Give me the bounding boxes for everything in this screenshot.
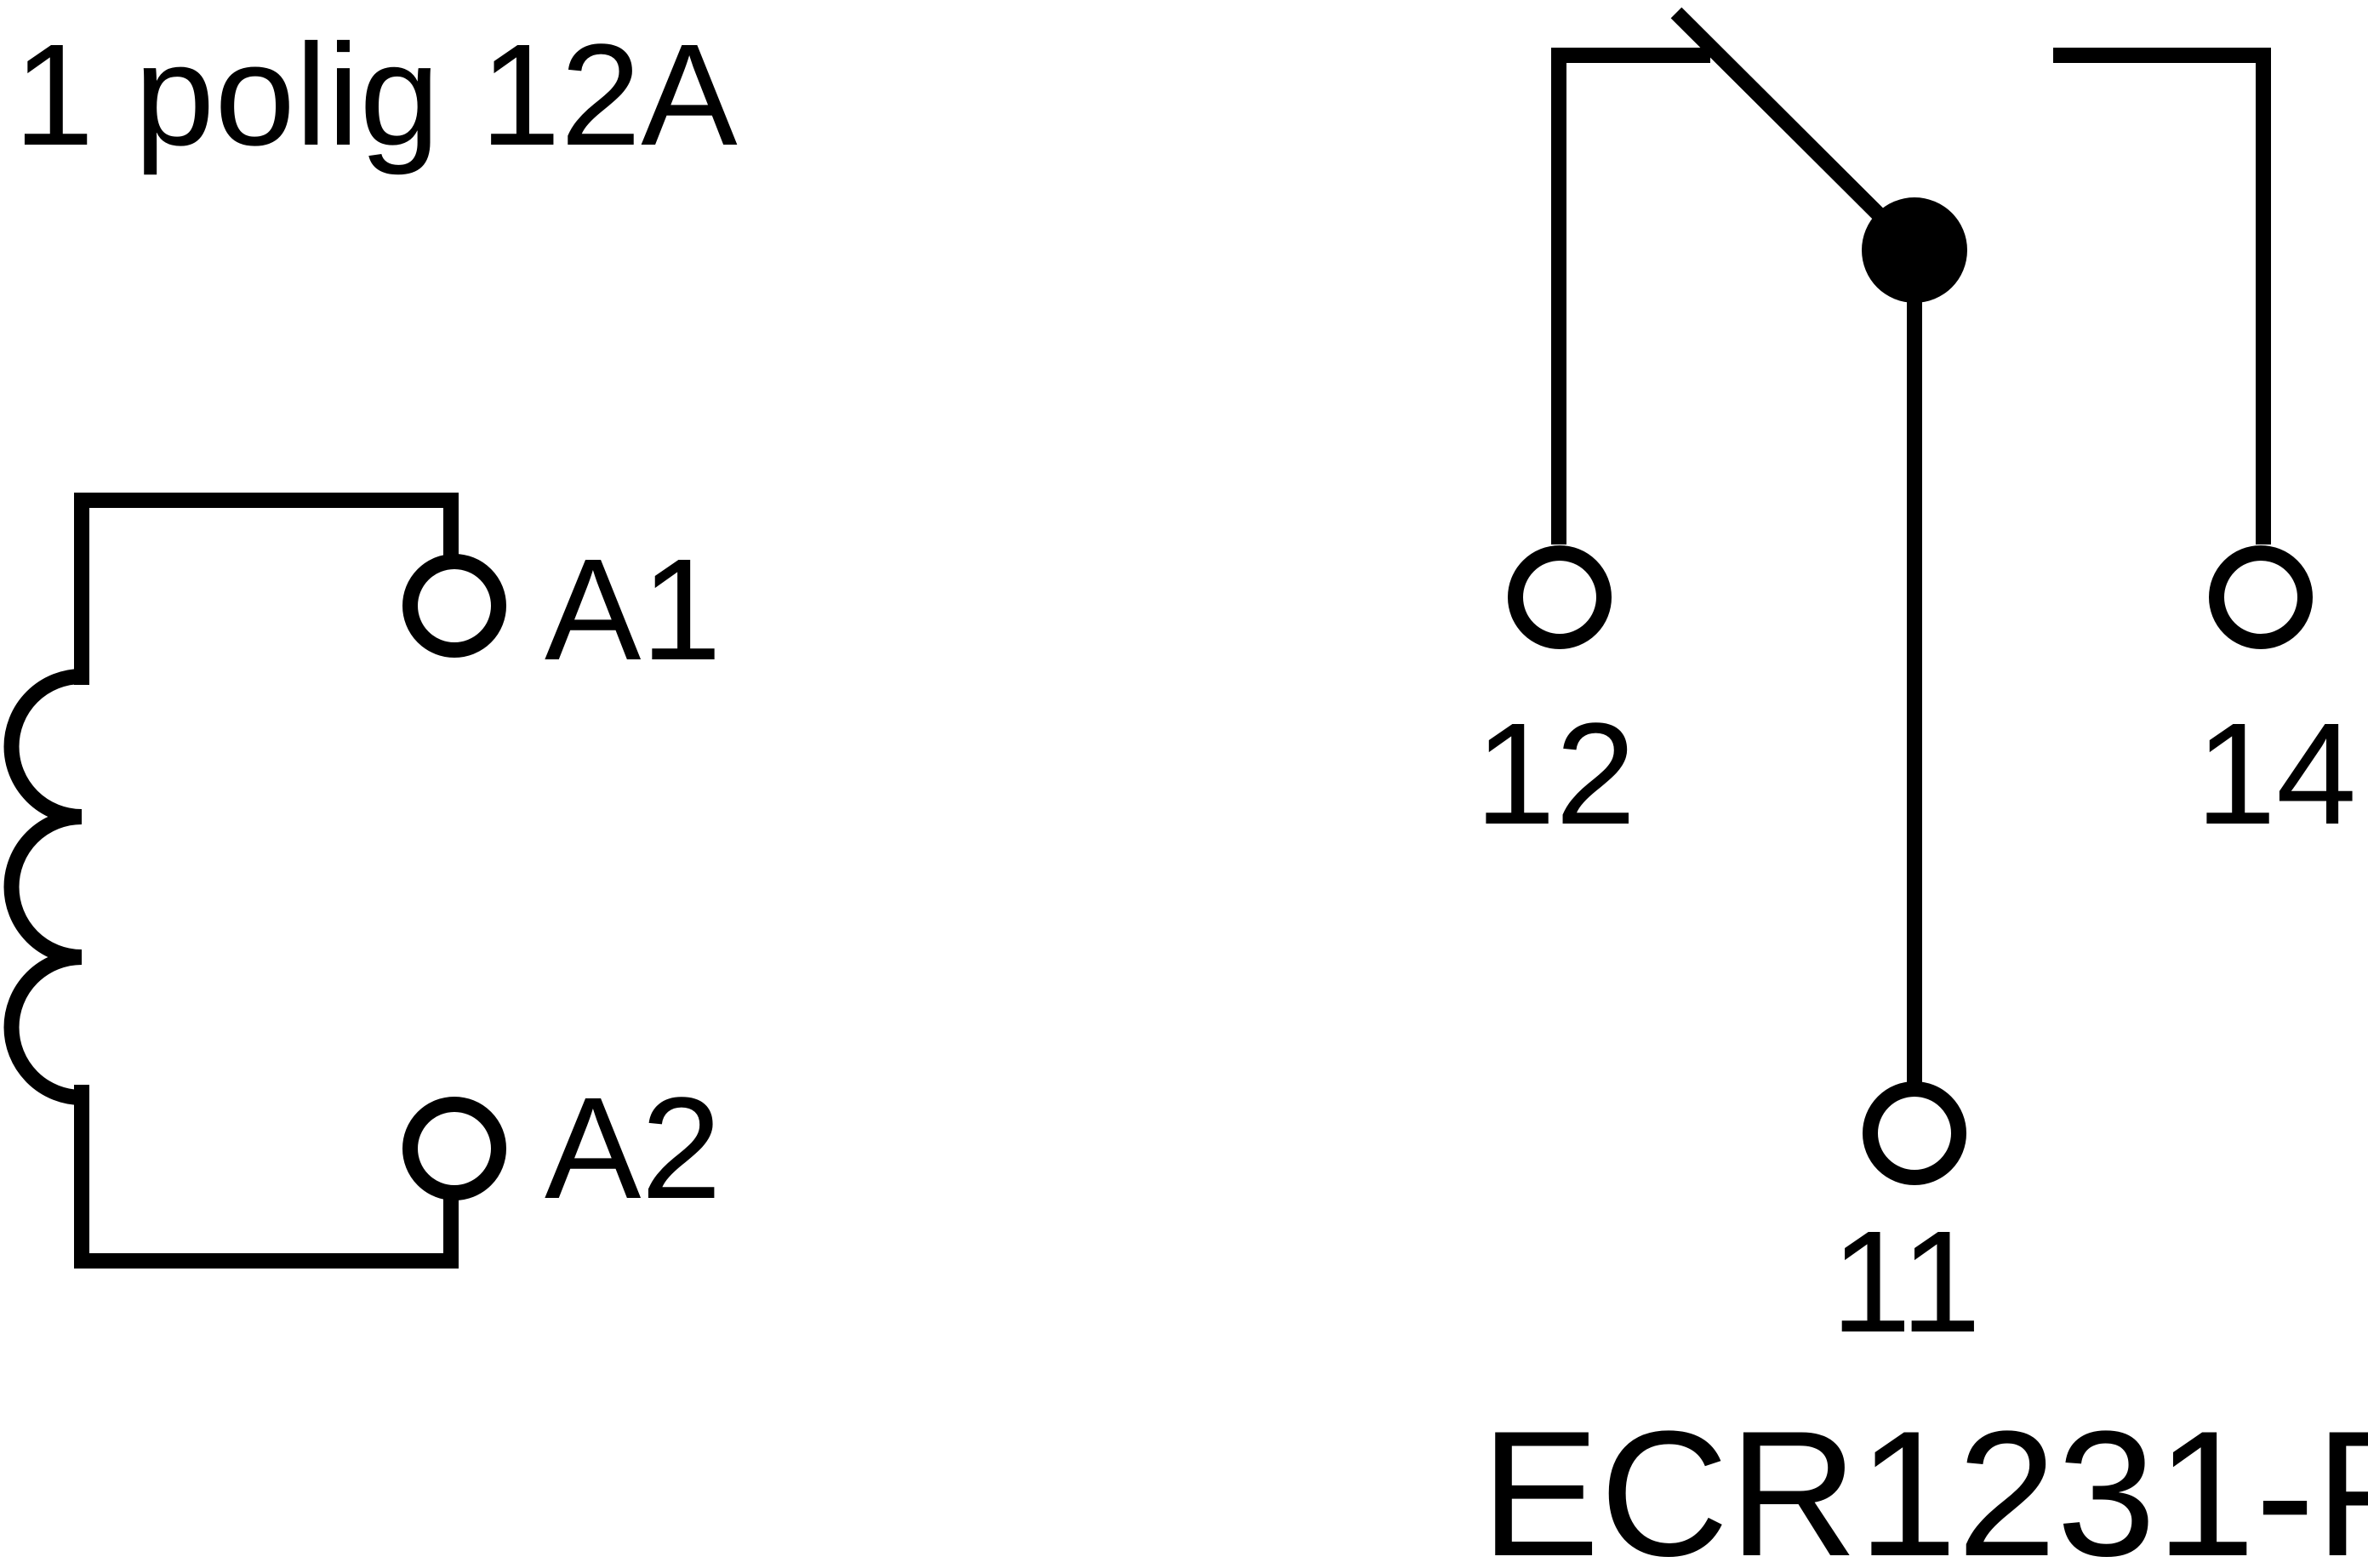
terminal-a2-label: A2 [545, 1068, 722, 1229]
terminal-12 [1508, 545, 1612, 649]
terminal-a1 [402, 554, 506, 658]
changeover-contact [1551, 7, 2271, 1089]
coil-lower-lead [74, 1085, 459, 1269]
coil-upper-lead [74, 493, 459, 685]
terminal-14 [2209, 545, 2313, 649]
relay-coil [3, 493, 459, 1269]
terminal-11-label: 11 [1831, 1201, 1981, 1363]
relay-title: 1 polig 12A [14, 14, 738, 176]
nc-contact-lead [1551, 48, 1710, 545]
terminal-12-label: 12 [1475, 693, 1635, 855]
terminal-a1-label: A1 [545, 529, 722, 691]
no-contact-lead [2053, 48, 2271, 545]
terminal-a2 [402, 1097, 506, 1200]
coil-winding [3, 669, 83, 1105]
terminal-14-label: 14 [2195, 693, 2356, 855]
model-label: ECR1231-F [1481, 1394, 2368, 1568]
switch-blade [1670, 7, 1920, 256]
terminal-11 [1863, 1081, 1966, 1185]
switch-pivot [1862, 197, 1967, 303]
